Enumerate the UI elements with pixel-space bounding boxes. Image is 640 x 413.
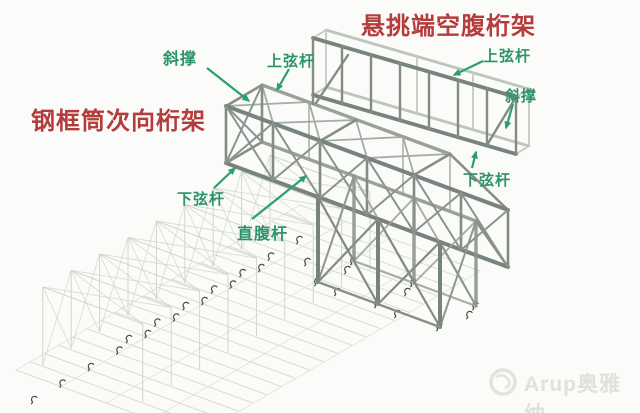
- label-top-chord-left: 上弦杆: [267, 54, 316, 70]
- label-top-chord-right: 上弦杆: [483, 49, 532, 65]
- label-vertical-web-member: 直腹杆: [237, 226, 289, 243]
- watermark-logo-icon: [489, 368, 517, 396]
- background-wireframe: [42, 154, 371, 402]
- label-arrows: [206, 60, 515, 220]
- vertical-web-arrow: [251, 175, 308, 220]
- support-towers: [316, 174, 478, 329]
- label-diagonal-brace-left: 斜撑: [163, 51, 198, 68]
- top-chord-right-arrow: [452, 60, 484, 76]
- top-chord-left-arrow: [276, 68, 290, 92]
- vierendeel-truss: [311, 28, 531, 156]
- label-diagonal-brace-right: 斜撑: [505, 89, 538, 105]
- label-bottom-chord-right: 下弦杆: [463, 173, 512, 189]
- brace-left-arrow: [206, 67, 251, 102]
- label-bottom-chord-left: 下弦杆: [177, 192, 226, 208]
- title-steel-frame-tube-secondary-truss: 钢框筒次向桁架: [31, 109, 206, 135]
- brace-right-arrow: [504, 103, 515, 130]
- bottom-chord-right-arrow: [470, 150, 478, 169]
- watermark-brand: Arup奥雅纳: [524, 373, 621, 413]
- title-cantilever-vierendeel-truss: 悬挑端空腹桁架: [361, 14, 536, 40]
- support-symbols: [30, 235, 479, 405]
- bottom-chord-left-arrow: [213, 166, 237, 189]
